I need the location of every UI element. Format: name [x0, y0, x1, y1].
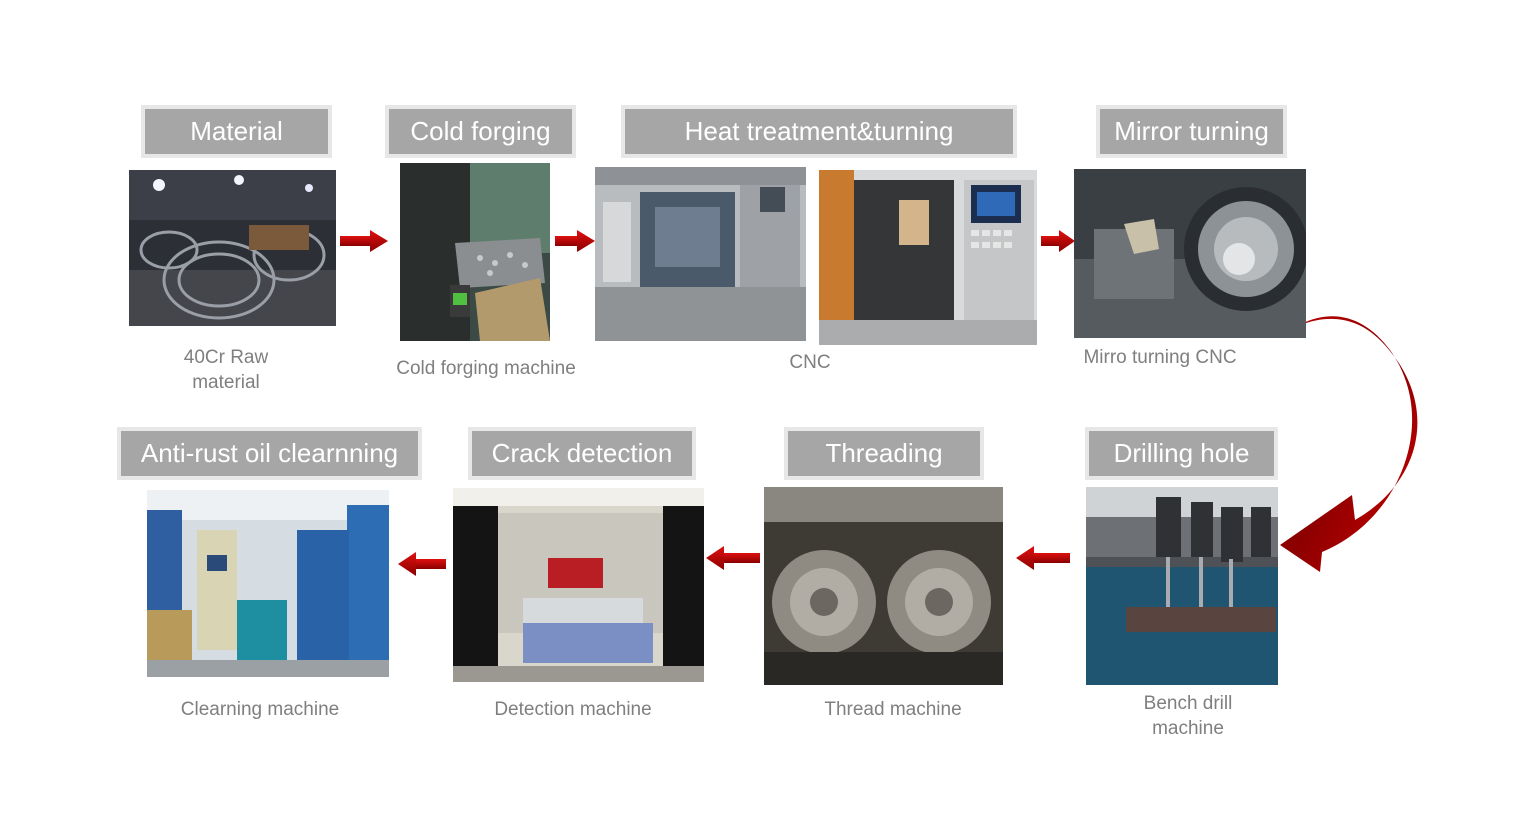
- photo-cnc-1: [595, 167, 806, 341]
- step-label-text: Threading: [788, 431, 980, 476]
- photo-raw-material: [129, 170, 336, 326]
- caption-clearning-machine: Clearning machine: [180, 699, 340, 720]
- caption-mirro-turning-cnc: Mirro turning CNC: [1083, 347, 1237, 368]
- curved-arrow-mirror-to-drilling: [1280, 316, 1418, 572]
- step-label-text: Material: [145, 109, 328, 154]
- step-label-heat-treatment: Heat treatment&turning: [621, 105, 1017, 158]
- step-label-text: Drilling hole: [1089, 431, 1274, 476]
- step-label-text: Cold forging: [389, 109, 572, 154]
- step-label-text: Heat treatment&turning: [625, 109, 1013, 154]
- photo-cnc-2: [819, 170, 1037, 345]
- step-label-text: Mirror turning: [1100, 109, 1283, 154]
- photo-mirror-turning-cnc: [1074, 169, 1306, 338]
- caption-cold-forging-machine: Cold forging machine: [396, 358, 576, 379]
- arrow-heat-to-mirror: [1041, 230, 1075, 252]
- step-label-threading: Threading: [784, 427, 984, 480]
- step-label-text: Anti-rust oil clearnning: [121, 431, 418, 476]
- caption-cnc: CNC: [789, 352, 831, 373]
- arrow-material-to-forging: [340, 230, 388, 252]
- arrow-drilling-to-threading: [1016, 546, 1070, 570]
- step-label-anti-rust: Anti-rust oil clearnning: [117, 427, 422, 480]
- photo-bench-drill: [1086, 487, 1278, 685]
- step-label-crack-detection: Crack detection: [468, 427, 696, 480]
- arrow-crack-to-antirust: [398, 552, 446, 576]
- caption-raw-material: 40Cr Raw material: [183, 347, 269, 393]
- photo-thread-machine: [764, 487, 1003, 685]
- photo-detection-machine: [453, 488, 704, 682]
- arrow-forging-to-heat: [555, 230, 595, 252]
- step-label-mirror-turning: Mirror turning: [1096, 105, 1287, 158]
- arrow-threading-to-crack: [706, 546, 760, 570]
- photo-clearning-machine: [147, 490, 389, 677]
- step-label-drilling-hole: Drilling hole: [1085, 427, 1278, 480]
- step-label-material: Material: [141, 105, 332, 158]
- step-label-text: Crack detection: [472, 431, 692, 476]
- caption-detection-machine: Detection machine: [494, 699, 652, 720]
- photo-cold-forging-machine: [400, 163, 550, 341]
- caption-thread-machine: Thread machine: [824, 699, 962, 720]
- caption-bench-drill-machine: Bench drill machine: [1143, 693, 1233, 739]
- step-label-cold-forging: Cold forging: [385, 105, 576, 158]
